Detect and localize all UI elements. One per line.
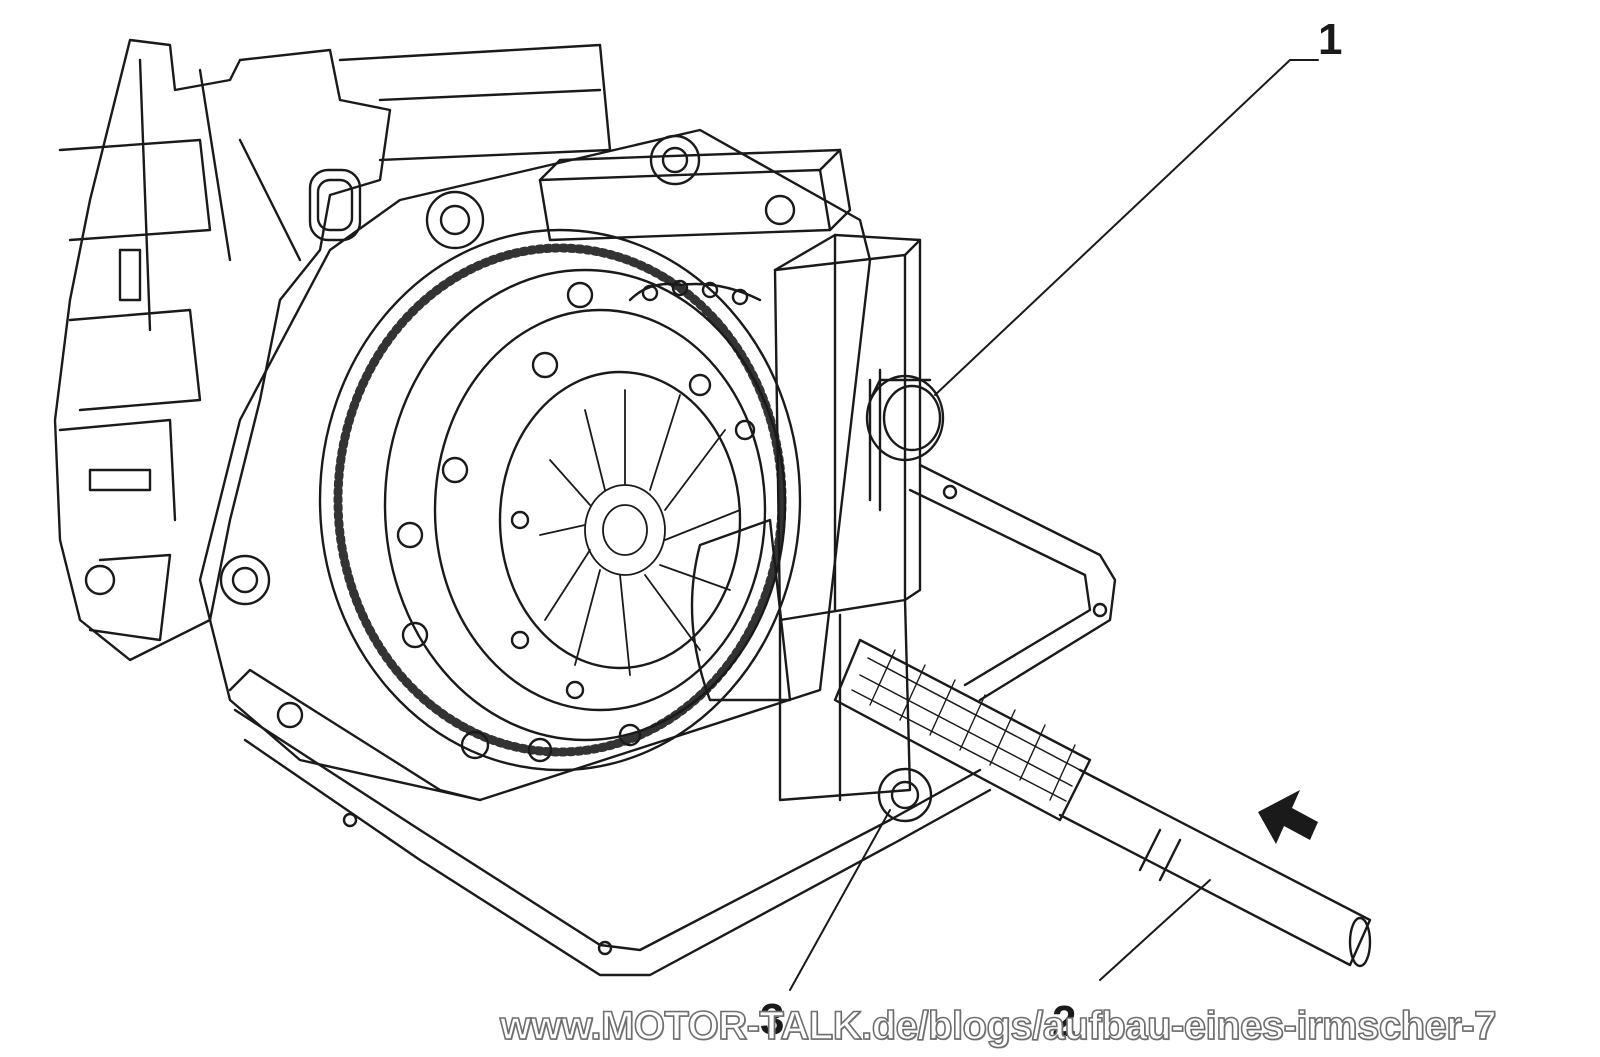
guide-boss (690, 518, 792, 702)
support-frame (228, 463, 1117, 977)
flywheel (318, 228, 802, 772)
direction-arrow-icon (1258, 790, 1318, 844)
callout-label-1: 1 (1318, 15, 1343, 64)
clutch-pressure-plate (383, 268, 787, 763)
upper-cross-bar (425, 134, 852, 250)
callout-label-2: 2 (1052, 997, 1077, 1046)
support-post (773, 233, 922, 802)
watermark-text: www.MOTOR-TALK.de/blogs/aufbau-eines-irm… (499, 1004, 1497, 1048)
diaphragm-spring (539, 389, 741, 676)
callout-label-3: 3 (760, 995, 785, 1044)
part-3-nut (877, 767, 933, 823)
part-1-adjustment-knob (865, 374, 945, 462)
mounting-plate (198, 128, 872, 802)
leader-lines (789, 59, 1319, 991)
part-2-spindle (833, 638, 1372, 968)
engine-block (53, 38, 612, 662)
